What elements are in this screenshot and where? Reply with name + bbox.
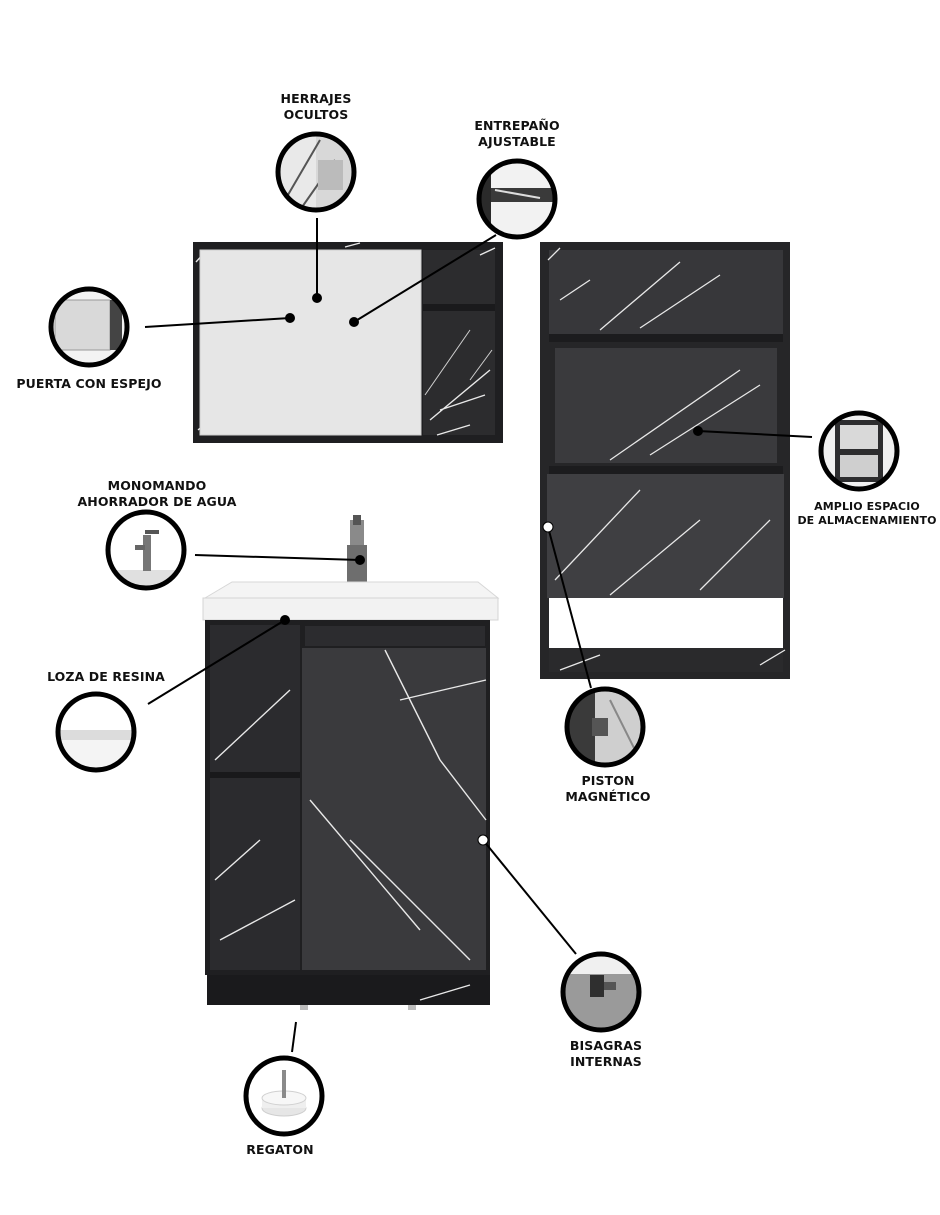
callout-dots	[280, 293, 703, 846]
vanity-cabinet	[202, 515, 500, 1010]
magnetic-piston-icon	[564, 686, 646, 768]
furniture-leg-icon	[243, 1055, 325, 1137]
adjustable-shelf-icon	[476, 158, 558, 240]
callout-lines	[144, 218, 813, 1053]
tall-cabinet	[540, 242, 790, 679]
label-loza-de-resina: LOZA DE RESINA	[47, 669, 165, 684]
label-herrajes-ocultos: HERRAJES OCULTOS	[280, 91, 352, 122]
hinge-icon	[560, 951, 642, 1033]
storage-space-icon	[818, 410, 900, 492]
resin-basin-icon	[55, 691, 137, 773]
mirror-door	[200, 250, 421, 435]
label-entrepano-ajustable: ENTREPAÑO AJUSTABLE	[474, 118, 560, 149]
label-bisagras-internas: BISAGRAS INTERNAS	[569, 1038, 643, 1069]
hidden-hardware-icon	[275, 131, 357, 213]
label-monomando: MONOMANDO AHORRADOR DE AGUA	[77, 478, 237, 509]
label-amplio-espacio: AMPLIO ESPACIO DE ALMACENAMIENTO	[797, 500, 937, 527]
label-regaton: REGATON	[246, 1142, 314, 1157]
label-puerta-con-espejo: PUERTA CON ESPEJO	[16, 376, 162, 391]
faucet-icon	[105, 509, 187, 591]
mirror-door-icon	[48, 286, 130, 368]
label-piston-magnetico: PISTON MAGNÉTICO	[565, 773, 651, 804]
mirror-cabinet	[193, 242, 503, 443]
